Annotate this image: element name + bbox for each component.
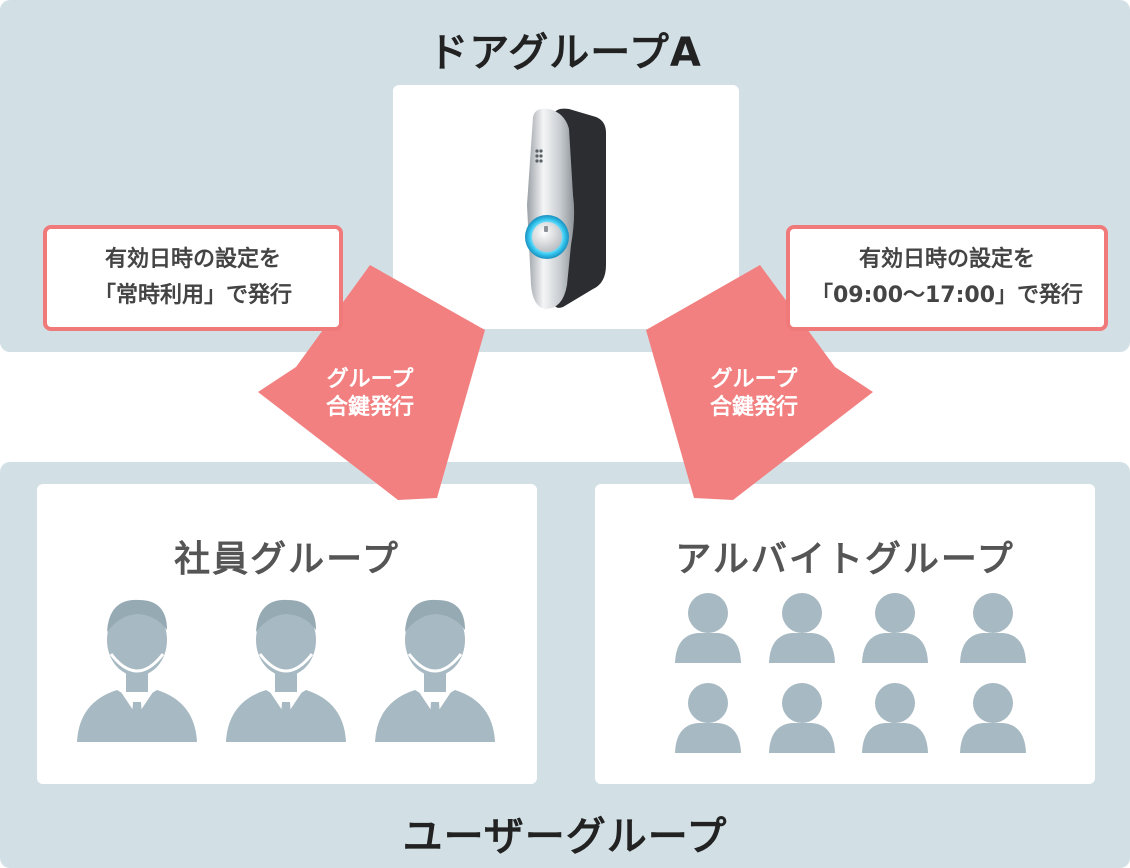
parttime-group-title: アルバイトグループ (675, 539, 1015, 580)
left-validity-callout: 有効日時の設定を 「常時利用」で発行 (43, 225, 343, 331)
left-callout-line1: 有効日時の設定を (104, 247, 281, 272)
right-validity-callout: 有効日時の設定を 「09:00〜17:00」で発行 (786, 225, 1108, 331)
right-arrow-label-line2: 合鍵発行 (709, 395, 798, 420)
device-card (393, 85, 739, 329)
right-arrow-label: グループ 合鍵発行 (684, 366, 824, 422)
right-arrow-label-line1: グループ (710, 367, 798, 392)
right-callout-line2: 「09:00〜17:00」で発行 (810, 283, 1084, 308)
right-callout-line1: 有効日時の設定を (858, 247, 1035, 272)
door-group-title: ドアグループA (428, 30, 702, 76)
right-issue-arrow (646, 265, 873, 500)
employee-group-title: 社員グループ (174, 539, 400, 580)
left-callout-line2: 「常時利用」で発行 (93, 283, 292, 308)
user-group-title: ユーザーグループ (402, 814, 728, 860)
left-arrow-label: グループ 合鍵発行 (300, 366, 440, 422)
left-issue-arrow (258, 265, 485, 500)
left-arrow-label-line1: グループ (326, 367, 414, 392)
left-arrow-label-line2: 合鍵発行 (325, 395, 414, 420)
smart-lock-device-icon (525, 108, 606, 309)
parttime-group-card: アルバイトグループ (595, 484, 1095, 784)
employee-group-card: 社員グループ (37, 484, 537, 784)
